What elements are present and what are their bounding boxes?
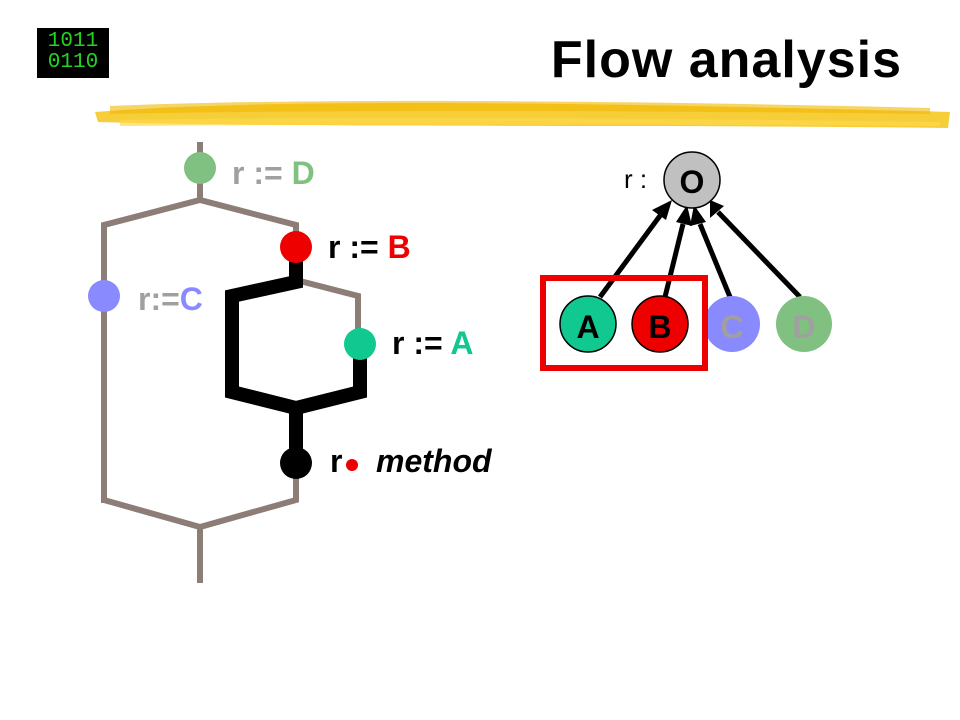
dot-operator-icon: [346, 459, 358, 471]
logo-line-1: 1011: [47, 30, 99, 53]
class-label-a: A: [576, 309, 599, 345]
label-assign-c: r:=C: [138, 281, 203, 317]
class-node-c: [704, 296, 760, 352]
class-node-b: [631, 295, 689, 353]
hierarchy-edges: [597, 210, 802, 299]
class-node-a: [559, 295, 617, 353]
class-label-o: O: [680, 164, 705, 200]
label-assign-a: r := A: [392, 325, 474, 361]
label-receiver: r: [330, 443, 342, 479]
node-assign-a: [344, 328, 376, 360]
logo-line-2: 0110: [47, 51, 99, 74]
node-assign-d: [184, 152, 216, 184]
node-assign-b: [280, 231, 312, 263]
hierarchy-arrowheads: [652, 200, 724, 226]
hierarchy-root-prefix: r :: [624, 164, 647, 194]
brush-underline: [95, 100, 950, 128]
class-label-d: D: [792, 309, 815, 345]
class-node-o: [663, 151, 721, 209]
node-assign-c: [88, 280, 120, 312]
class-node-d: [776, 296, 832, 352]
label-method: method: [376, 443, 493, 479]
label-assign-d: r := D: [232, 155, 315, 191]
label-assign-b: r := B: [328, 229, 411, 265]
binary-logo: 1011 0110: [37, 28, 109, 78]
possible-types-highlight: [540, 275, 708, 371]
class-label-b: B: [648, 309, 671, 345]
node-method-call: [280, 447, 312, 479]
page-title: Flow analysis: [550, 31, 902, 89]
class-label-c: C: [720, 309, 743, 345]
